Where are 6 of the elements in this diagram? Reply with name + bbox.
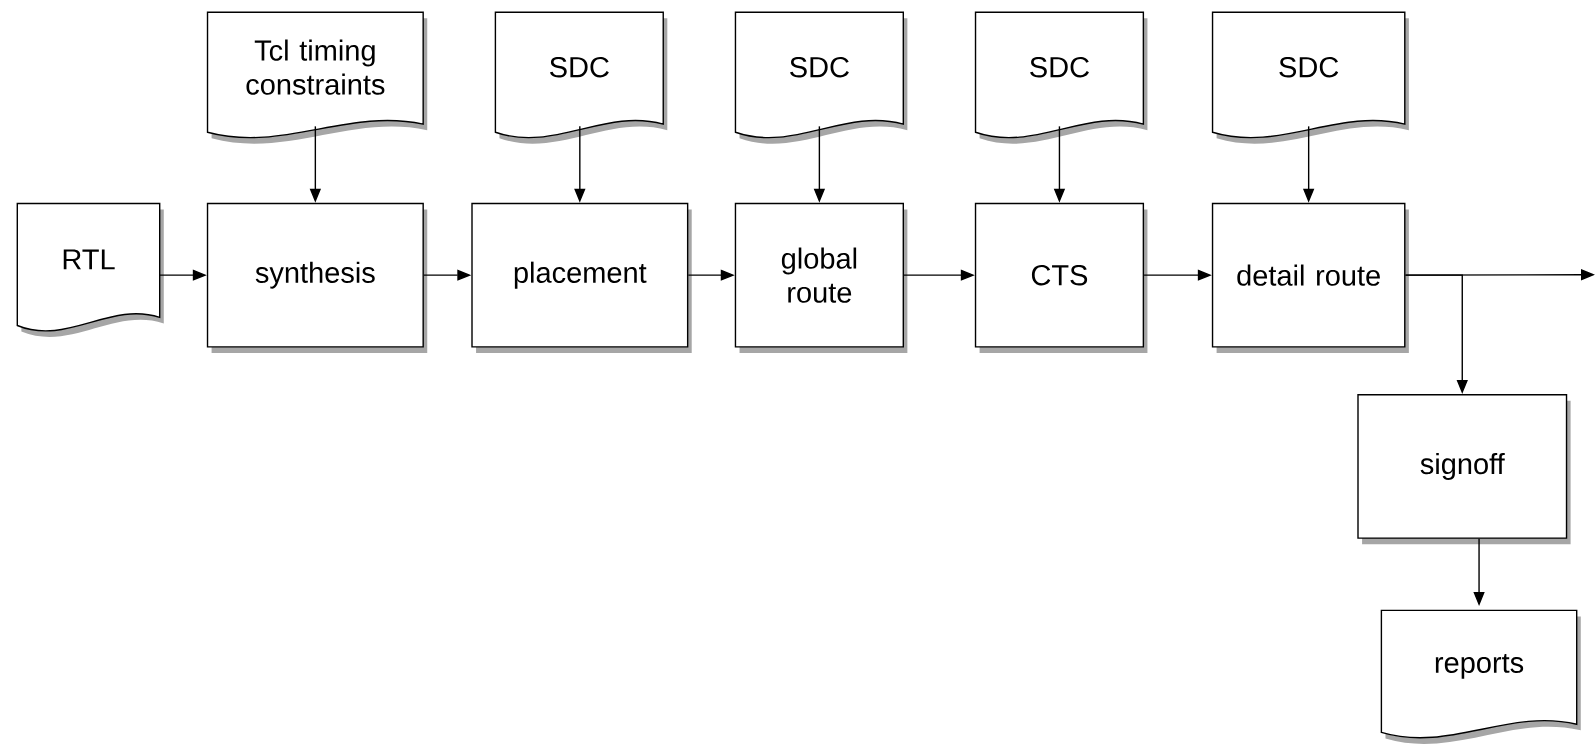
process-box: global route: [734, 202, 908, 353]
process-box: placement: [471, 202, 692, 353]
process-box: CTS: [974, 202, 1148, 353]
process-box: detail route: [1211, 202, 1409, 353]
process-box: signoff: [1357, 394, 1571, 545]
process-box: synthesis: [206, 202, 428, 353]
